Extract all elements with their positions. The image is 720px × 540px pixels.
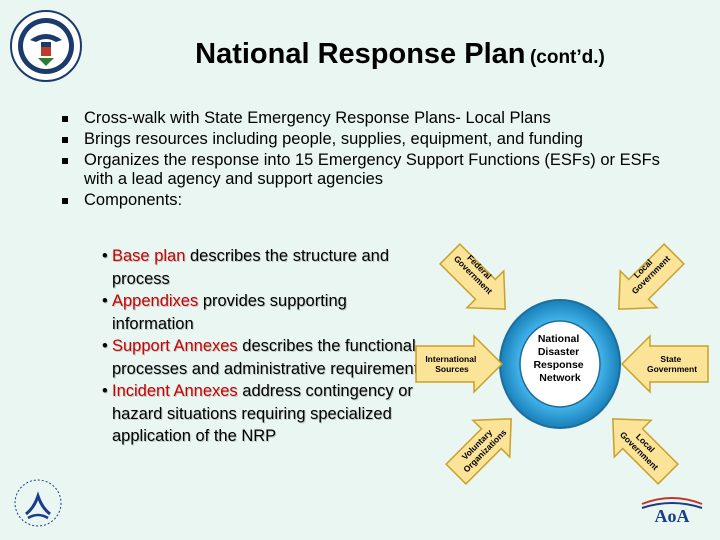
bullet-text: Organizes the response into 15 Emergency… [84, 151, 660, 188]
bullet-text: Cross-walk with State Emergency Response… [84, 109, 551, 127]
bullet-item: Components: [62, 191, 662, 210]
local-bottom-arrow [612, 418, 679, 485]
title-sub: (cont’d.) [529, 47, 605, 68]
voluntary-arrow [445, 418, 512, 485]
diagram-graphic: Federal Government Local Government Inte… [415, 243, 709, 485]
component-text: describes the structure and process [112, 247, 389, 288]
components-list: •Base plan describes the structure and p… [102, 245, 432, 448]
international-label: International Sources [425, 354, 478, 374]
component-keyword: Base plan [112, 247, 186, 265]
svg-text:AoA: AoA [655, 506, 690, 526]
international-arrow [415, 334, 504, 394]
component-text: address contingency or hazard situations… [112, 382, 413, 445]
component-text: describes the functional processes and a… [112, 337, 427, 378]
bullet-text: Brings resources including people, suppl… [84, 130, 583, 148]
component-item: •Appendixes provides supporting informat… [102, 292, 347, 333]
response-network-diagram: Federal Government Local Government Inte… [412, 228, 712, 488]
component-keyword: Incident Annexes [112, 382, 238, 400]
component-text: provides supporting information [112, 292, 347, 333]
network-center [519, 320, 601, 408]
bullet-square-icon [62, 116, 68, 122]
bullet-square-icon [62, 158, 68, 164]
hhs-logo-icon [14, 479, 62, 527]
state-label: State Government [647, 354, 697, 374]
state-arrow [620, 334, 709, 394]
bullet-item: Cross-walk with State Emergency Response… [62, 109, 662, 128]
component-item: •Support Annexes describes the functiona… [102, 337, 427, 378]
federal-arrow [439, 243, 506, 310]
bullet-square-icon [62, 198, 68, 204]
component-item: •Base plan describes the structure and p… [102, 247, 389, 288]
bullet-item: Brings resources including people, suppl… [62, 130, 662, 149]
bullet-square-icon [62, 137, 68, 143]
component-keyword: Support Annexes [112, 337, 238, 355]
local-top-arrow [618, 243, 685, 310]
dhs-seal-icon [10, 10, 82, 82]
bullet-item: Organizes the response into 15 Emergency… [62, 151, 662, 189]
title-main: National Response Plan [195, 38, 526, 70]
aoa-logo-icon: AoA [641, 497, 703, 526]
component-item: •Incident Annexes address contingency or… [102, 382, 413, 445]
page-title: National Response Plan (cont’d.) [130, 38, 670, 71]
bullet-text: Components: [84, 191, 183, 209]
component-keyword: Appendixes [112, 292, 199, 310]
center-label: National Disaster Response Network [533, 333, 586, 384]
bullet-list: Cross-walk with State Emergency Response… [62, 109, 662, 212]
